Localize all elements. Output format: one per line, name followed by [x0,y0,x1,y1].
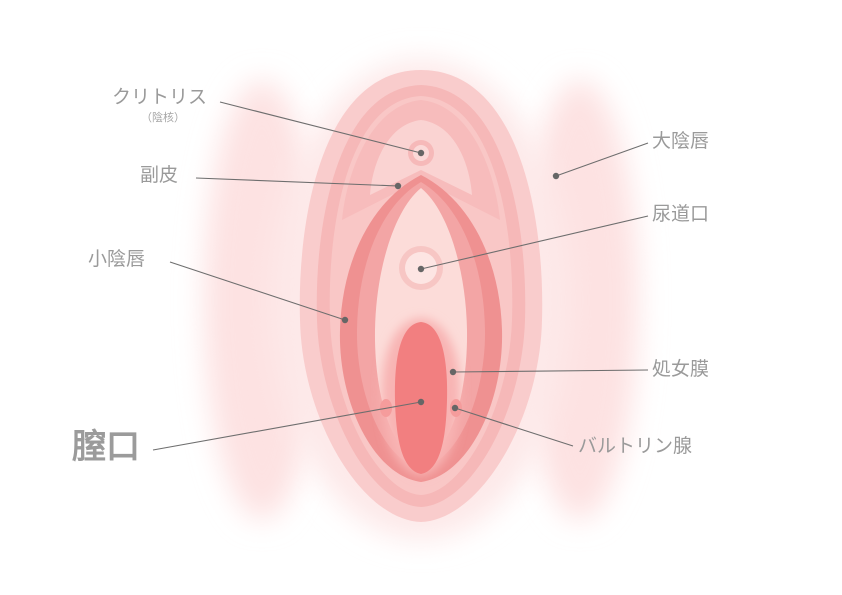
label-prepuce: 副皮 [140,164,179,186]
leader-urethral-opening [420,215,649,270]
label-labia-majora: 大陰唇 [652,130,710,152]
vaginal-opening-shape [394,322,448,474]
leader-bartholin-gland [454,407,574,447]
dot-urethral-opening [417,265,425,273]
leader-lines [152,101,649,451]
label-labia-minora: 小陰唇 [88,248,146,270]
leader-labia-minora [169,261,346,321]
dot-labia-minora [341,316,349,324]
dot-bartholin-gland [451,404,459,412]
dot-prepuce [394,182,402,190]
label-clitoris-sub: （陰核） [141,111,185,124]
leader-clitoris [219,101,422,154]
dot-vaginal-opening [417,398,425,406]
leader-prepuce [195,177,399,187]
leader-labia-majora [555,142,649,177]
dot-clitoris [417,149,425,157]
dot-labia-majora [552,172,560,180]
leader-hymen [452,369,649,373]
label-bartholin-gland: バルトリン腺 [578,435,693,457]
dot-hymen [449,368,457,376]
leader-vaginal-opening [152,401,422,451]
label-hymen: 処女膜 [652,358,710,380]
label-vaginal-opening: 膣口 [72,427,140,467]
label-clitoris: クリトリス [112,86,208,108]
label-urethral-opening: 尿道口 [652,203,710,225]
